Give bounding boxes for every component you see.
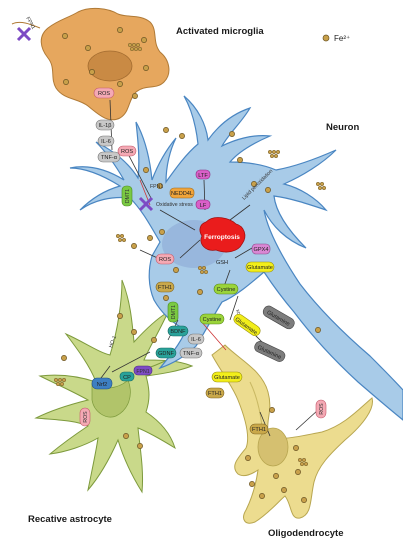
glutamate-olig-label: Glutamate	[214, 375, 240, 381]
glutamate-olig-pill: Glutamate	[211, 371, 243, 383]
arrow-lipid	[229, 204, 251, 221]
fpn1-astro-pill: FPN1	[133, 365, 153, 376]
astrocyte-title: Recative astrocyte	[28, 514, 112, 525]
iron-dots	[61, 27, 321, 503]
iron-legend-label: Fe²⁺	[334, 34, 350, 43]
glutamate-astro-pill: Glutamate	[233, 313, 261, 336]
glutamate-neuron-pill: Glutamate	[245, 261, 275, 273]
arrow-oxidative	[159, 209, 196, 231]
arrow-gpx4	[234, 247, 253, 259]
ros-neuron-top-label: ROS	[121, 149, 133, 155]
ltf-pill: LTF	[195, 169, 211, 180]
ros-microglia-label: ROS	[98, 91, 110, 97]
arrow-ros-ferro	[179, 239, 201, 259]
dmt1-neuron-label: DMT1	[125, 189, 131, 203]
fth1-olig-top-label: FTH1	[208, 391, 222, 397]
ferritin-olig	[297, 457, 309, 467]
fpn1-microglia-transporter: FPN1	[16, 16, 36, 42]
fth1-olig-top-pill: FTH1	[205, 387, 225, 399]
ferritin-neuron-mid	[197, 265, 209, 275]
glutamine-2-pill: Glutamine	[254, 341, 286, 362]
glutamate-neuron-label: Glutamate	[247, 265, 273, 271]
marker-pills: ROS IL-1β IL-6 TNF-α ROS DMT1 FPN1 Oxi	[16, 16, 327, 435]
cystine-neuron-pill: Cystine	[213, 283, 239, 295]
cystine-astro-pill: Cystine	[199, 313, 225, 325]
fpn1-microglia-label: FPN1	[24, 16, 36, 31]
nedd4l-label: NEDD4L	[171, 191, 193, 197]
fpn1-astro-label: FPN1	[136, 369, 149, 375]
gdnf-pill: GDNF	[155, 347, 177, 359]
iron-legend: Fe²⁺	[322, 34, 350, 43]
ferroptosis-node: Ferroptosis	[199, 217, 246, 253]
il1b-pill: IL-1β	[95, 119, 115, 131]
ho1-label: HO-1	[108, 335, 118, 349]
ros-astro-label: ROS	[83, 411, 89, 423]
ferritin-astro	[53, 377, 67, 387]
microglia-title: Activated microglia	[176, 26, 264, 37]
fth1-olig-pill: FTH1	[249, 423, 269, 435]
bdnf-label: BDNF	[170, 329, 186, 335]
arrow-ros-to-neuron	[125, 149, 153, 201]
ros-astro-pill: ROS	[79, 407, 91, 427]
tnfa-label: TNF-α	[101, 155, 118, 161]
oligodendrocyte-title: Oligodendrocyte	[268, 528, 343, 539]
dmt1-astro-label: DMT1	[171, 305, 177, 319]
nrf2-label: Nrf2	[97, 382, 108, 388]
gpx4-pill: GPX4	[251, 243, 271, 255]
arrow-nrf2	[111, 351, 151, 373]
cp-pill: CP	[119, 371, 135, 382]
tnfa-astro-label: TNF-α	[183, 351, 200, 357]
lf-label: LF	[200, 203, 207, 209]
dmt1-neuron-pill: DMT1	[121, 185, 133, 207]
fth1-olig-label: FTH1	[252, 427, 266, 433]
arrow-olig-glutamate	[259, 411, 271, 437]
ferritin-clusters	[53, 42, 327, 467]
lf-pill: LF	[195, 199, 211, 210]
arrow-cystine-inhibit	[199, 319, 227, 351]
gdnf-label: GDNF	[158, 351, 174, 357]
ros-microglia-pill: ROS	[93, 87, 115, 99]
il6-astro-label: IL-6	[191, 337, 201, 343]
ferritin-neuron-left	[115, 233, 127, 243]
ferroptosis-label: Ferroptosis	[204, 234, 240, 241]
ferritin-neuron-right	[315, 181, 327, 191]
xc-label: xc⁻	[234, 309, 242, 319]
il1b-label: IL-1β	[99, 123, 112, 129]
ferritin-microglia	[127, 42, 143, 52]
fpn1-neuron-transporter: FPN1	[138, 184, 163, 212]
cystine-astro-label: Cystine	[203, 317, 222, 323]
oligodendrocyte-cell	[211, 344, 373, 524]
gsh-label: GSH	[216, 260, 228, 266]
ros-neuron-mid-label: ROS	[159, 257, 171, 263]
ferritin-neuron-top	[267, 149, 281, 159]
tnfa-astro-pill: TNF-α	[179, 347, 203, 359]
ros-neuron-mid-pill: ROS	[155, 253, 175, 265]
il6-astro-pill: IL-6	[187, 333, 205, 345]
fpn1-neuron-label: FPN1	[150, 184, 163, 190]
iron-legend-icon	[322, 34, 330, 42]
microglia-cell	[11, 7, 170, 121]
il6-label: IL-6	[101, 139, 111, 145]
nedd4l-pill: NEDD4L	[169, 187, 195, 199]
ros-olig-label: ROS	[319, 403, 325, 415]
il6-pill: IL-6	[97, 135, 115, 147]
fth1-neuron-pill: FTH1	[155, 281, 175, 293]
arrow-ros-olig	[295, 409, 319, 431]
ltf-label: LTF	[198, 173, 208, 179]
tnfa-pill: TNF-α	[97, 151, 121, 163]
ros-neuron-top-pill: ROS	[117, 145, 137, 157]
dmt1-astro-pill: DMT1	[167, 301, 179, 323]
oxidative-stress-label: Oxidative stress	[156, 202, 193, 208]
cp-label: CP	[123, 375, 131, 381]
fth1-neuron-label: FTH1	[158, 285, 172, 291]
gpx4-label: GPX4	[254, 247, 269, 253]
ros-olig-pill: ROS	[315, 399, 327, 419]
arrow-xc	[229, 295, 239, 321]
nrf2-pill: Nrf2	[91, 377, 113, 390]
neuron-title: Neuron	[326, 122, 359, 133]
bdnf-pill: BDNF	[167, 325, 189, 337]
cystine-neuron-label: Cystine	[217, 287, 236, 293]
